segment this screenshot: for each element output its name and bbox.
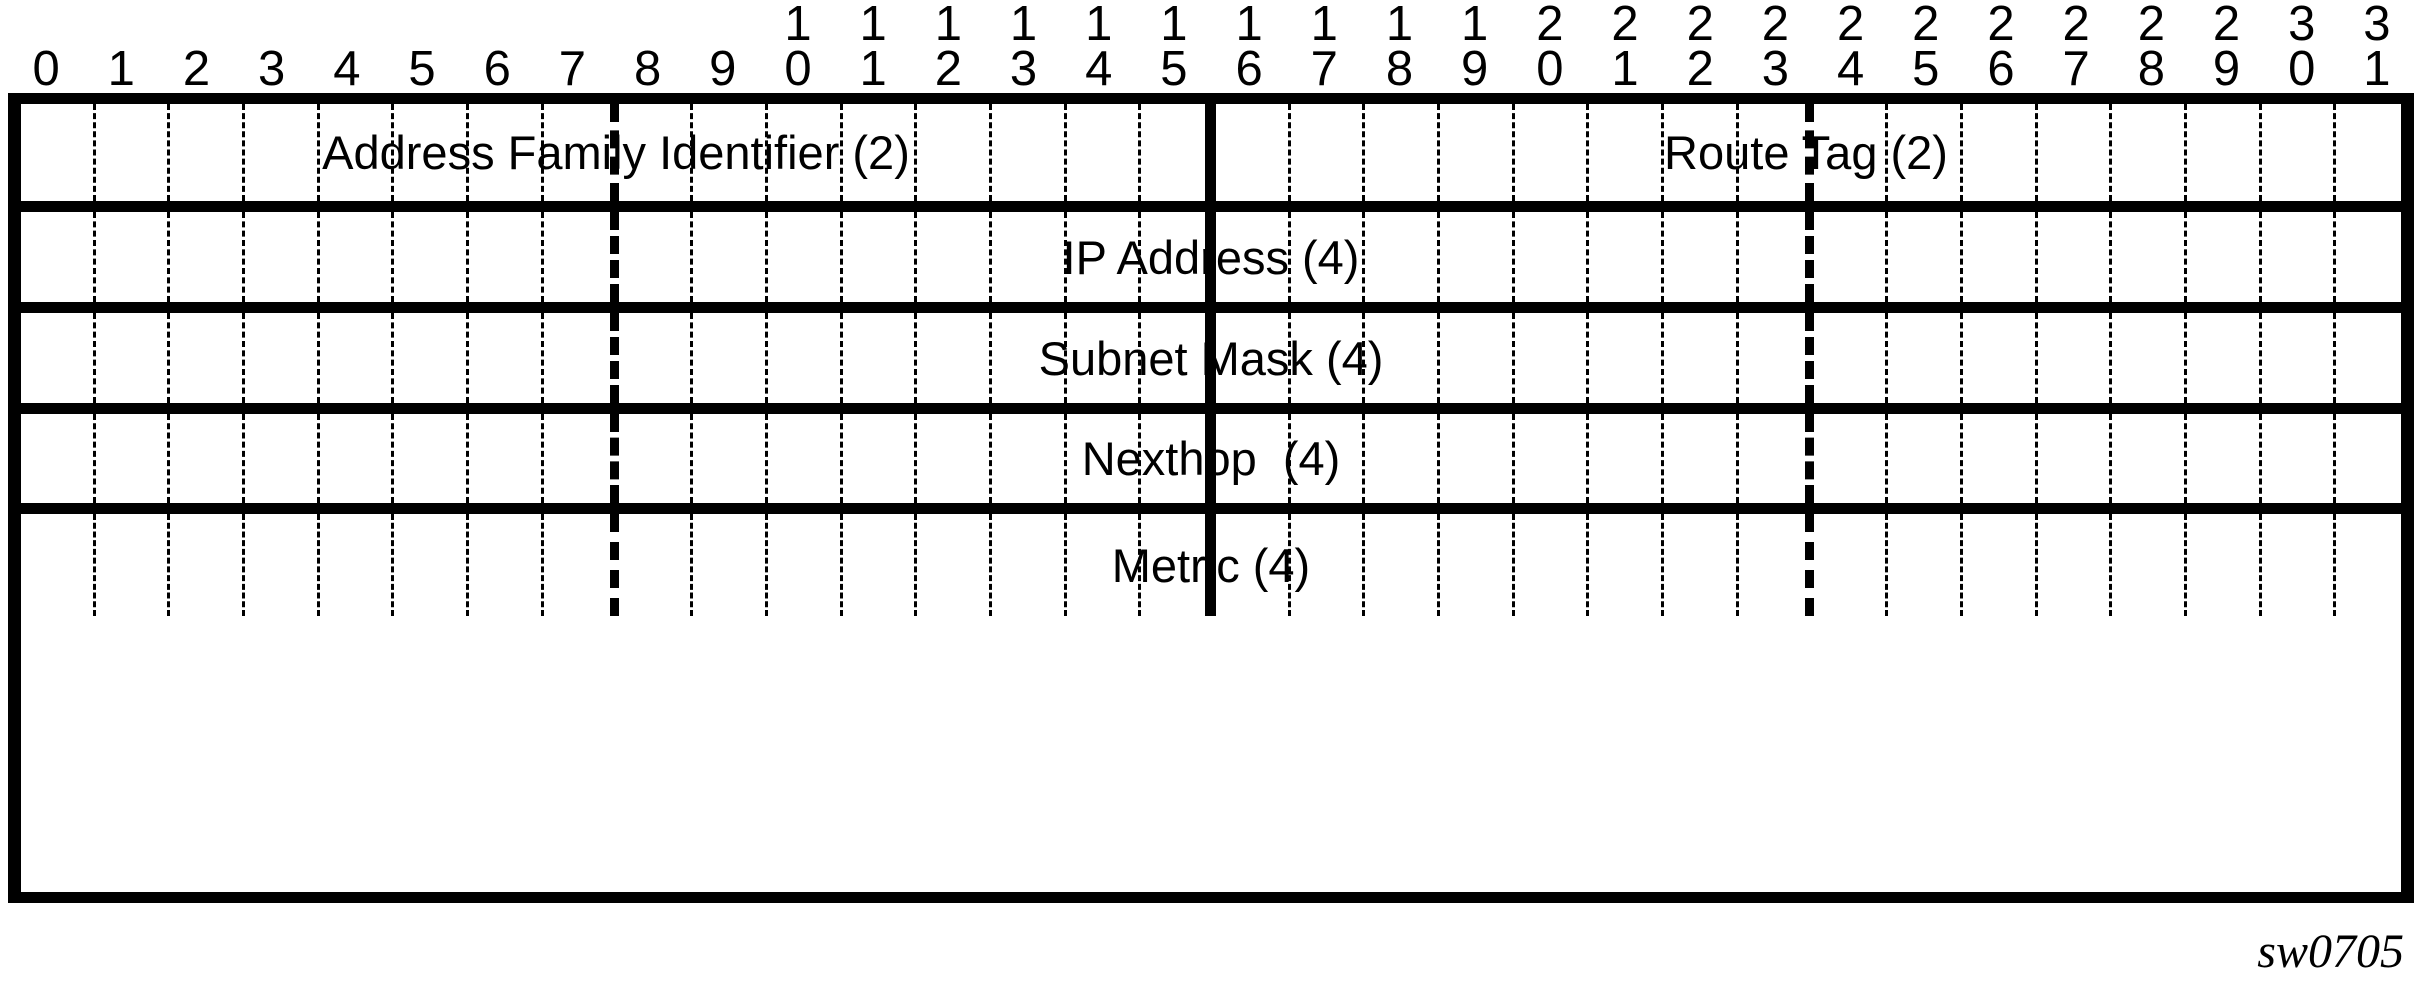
bit-ruler-ones-27: 7 <box>2062 42 2090 96</box>
bit-ruler-tens-20: 2 <box>1536 0 1563 51</box>
bit-ruler-tens-4 <box>309 2 384 46</box>
bit-ruler-ones-3: 3 <box>258 42 285 96</box>
bit-ruler-tens-8 <box>610 2 685 46</box>
bit-ruler-tens-23: 2 <box>1761 0 1789 51</box>
bit-ruler-tens-14: 1 <box>1085 0 1112 51</box>
bit-ruler-tens-24: 2 <box>1836 0 1864 51</box>
bit-ruler-ones-22: 2 <box>1686 42 1714 96</box>
field-label-group: Address Family Identifier (2) Route Tag (… <box>21 104 2401 201</box>
bit-ruler-ones-13: 3 <box>1009 42 1037 96</box>
bit-ruler-tens-6 <box>459 2 534 46</box>
bit-ruler-ones-2: 2 <box>182 42 210 96</box>
bit-ruler-ones-23: 3 <box>1761 42 1789 96</box>
bit-ruler-ones-24: 4 <box>1836 42 1864 96</box>
field-label: Nexthop (4) <box>1081 432 1341 485</box>
bit-ruler-tens-30: 3 <box>2288 0 2315 51</box>
bit-ruler-tens-0 <box>8 2 83 46</box>
bit-ruler-ones-19: 9 <box>1461 42 1488 96</box>
bit-ruler-ones-20: 0 <box>1536 42 1563 96</box>
bit-ruler-tens-9 <box>685 2 760 46</box>
bit-ruler-tens-19: 1 <box>1461 0 1488 51</box>
bit-ruler-ones-5: 5 <box>408 42 435 96</box>
bit-ruler-tens-11: 1 <box>859 0 887 51</box>
bit-ruler-ones-31: 1 <box>2363 42 2390 96</box>
bit-ruler-tens-5 <box>384 2 459 46</box>
bit-ruler-ones-26: 6 <box>1987 42 2014 96</box>
field-label: Subnet Mask (4) <box>1038 331 1384 385</box>
packet-row: IP Address (4) <box>21 212 2401 313</box>
bit-ruler-ones-7: 7 <box>558 42 586 96</box>
bit-ruler-ones-16: 6 <box>1235 42 1262 96</box>
field-label: Address Family Identifier (2) <box>322 126 910 179</box>
bit-ruler-ones-29: 9 <box>2212 42 2240 96</box>
rip-packet-format-table: Address Family Identifier (2) Route Tag (… <box>8 93 2414 903</box>
packet-row: Subnet Mask (4) <box>21 313 2401 414</box>
bit-ruler-ones-15: 5 <box>1160 42 1187 96</box>
bit-ruler-tens-21: 2 <box>1611 0 1638 51</box>
bit-ruler-ones-18: 8 <box>1385 42 1413 96</box>
bit-ruler-ones-28: 8 <box>2137 42 2165 96</box>
bit-ruler-tens-31: 3 <box>2363 0 2390 51</box>
bit-ruler-ones-12: 2 <box>934 42 962 96</box>
packet-row: Address Family Identifier (2) Route Tag (… <box>21 104 2401 212</box>
bit-ruler-tens-26: 2 <box>1987 0 2014 51</box>
bit-ruler-tens-7 <box>534 2 609 46</box>
field-label: Metric (4) <box>1111 538 1311 592</box>
field-label: Route Tag (2) <box>1664 126 1948 179</box>
bit-ruler-tens-22: 2 <box>1686 0 1714 51</box>
field-label: IP Address (4) <box>1062 230 1360 284</box>
figure-caption: sw0705 <box>2257 925 2404 978</box>
bit-ruler-tens-3 <box>234 2 309 46</box>
bit-ruler-tens-29: 2 <box>2212 0 2240 51</box>
bit-ruler-ones-30: 0 <box>2288 42 2315 96</box>
bit-ruler-tens-12: 1 <box>934 0 962 51</box>
bit-ruler-tens-28: 2 <box>2137 0 2165 51</box>
bit-ruler-tens-25: 2 <box>1912 0 1939 51</box>
bit-ruler-ones-11: 1 <box>859 42 887 96</box>
bit-ruler-ones-8: 8 <box>633 42 661 96</box>
bit-ruler-ones-1: 1 <box>107 42 135 96</box>
bit-ruler-tens-2 <box>158 2 233 46</box>
bit-ruler-tens-18: 1 <box>1385 0 1413 51</box>
bit-ruler-tens-15: 1 <box>1160 0 1187 51</box>
bit-ruler-tens-1 <box>83 2 158 46</box>
bit-ruler-tens-16: 1 <box>1235 0 1262 51</box>
bit-ruler-ones-25: 5 <box>1912 42 1939 96</box>
bit-ruler-tens-13: 1 <box>1009 0 1037 51</box>
bit-ruler-ones-14: 4 <box>1085 42 1112 96</box>
bit-ruler-tens-17: 1 <box>1310 0 1338 51</box>
bit-ruler-ones-9: 9 <box>709 42 736 96</box>
bit-ruler-tens-10: 1 <box>784 0 811 51</box>
bit-ruler-ones-10: 0 <box>784 42 811 96</box>
packet-row: Metric (4) <box>21 514 2401 616</box>
bit-ruler-ones-6: 6 <box>483 42 511 96</box>
bit-ruler-ones-21: 1 <box>1611 42 1638 96</box>
bit-ruler-ones-17: 7 <box>1310 42 1338 96</box>
bit-ruler-tens-27: 2 <box>2062 0 2090 51</box>
bit-ruler-ones-0: 0 <box>32 42 59 96</box>
packet-row: Nexthop (4) <box>21 414 2401 514</box>
bit-ruler-ones-4: 4 <box>333 42 360 96</box>
